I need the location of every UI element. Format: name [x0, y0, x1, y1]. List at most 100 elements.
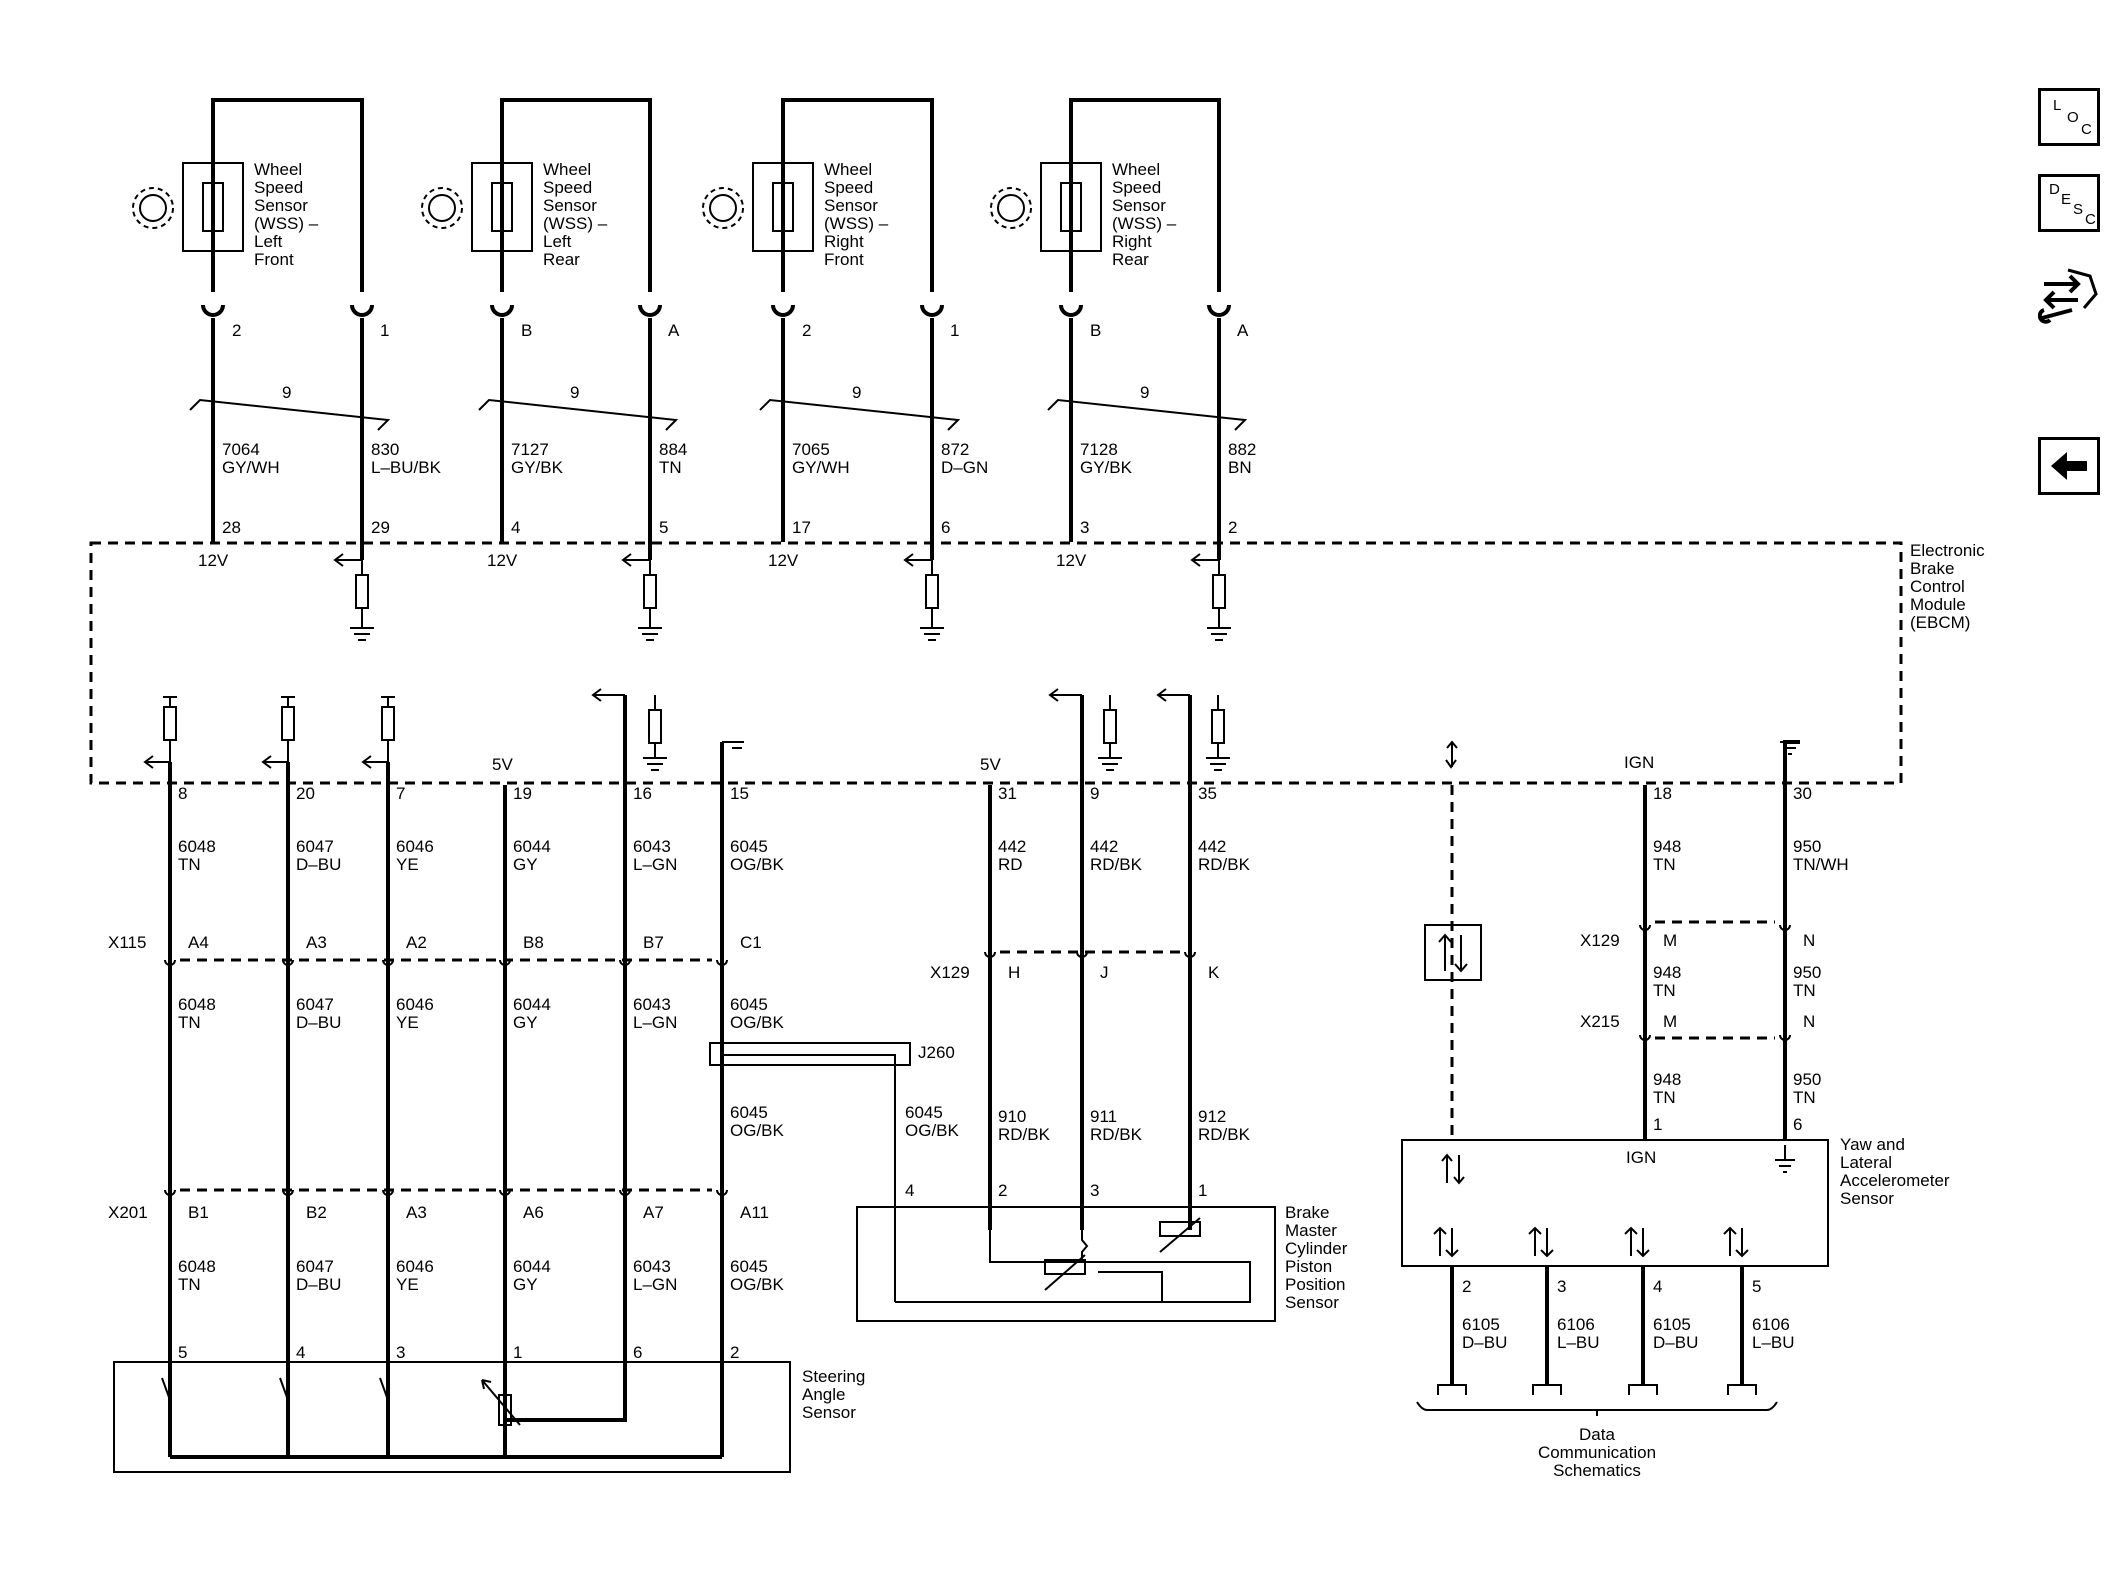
svg-text:442: 442 — [998, 837, 1026, 856]
wss-label-line: Wheel — [543, 160, 591, 179]
svg-text:TN: TN — [1793, 981, 1816, 1000]
svg-text:2: 2 — [1228, 518, 1237, 537]
pin: B — [521, 321, 532, 340]
svg-text:J: J — [1100, 963, 1109, 982]
svg-text:L–BU: L–BU — [1752, 1333, 1795, 1352]
back-arrow-button[interactable] — [2038, 437, 2100, 495]
svg-text:RD/BK: RD/BK — [1198, 1125, 1251, 1144]
svg-text:4: 4 — [296, 1343, 305, 1362]
svg-text:12V: 12V — [1056, 551, 1087, 570]
svg-text:950: 950 — [1793, 837, 1821, 856]
svg-text:6: 6 — [941, 518, 950, 537]
svg-text:912: 912 — [1198, 1107, 1226, 1126]
svg-text:6043: 6043 — [633, 995, 671, 1014]
svg-text:7128: 7128 — [1080, 440, 1118, 459]
svg-text:4: 4 — [1653, 1277, 1662, 1296]
svg-text:GY/WH: GY/WH — [792, 458, 850, 477]
svg-text:A6: A6 — [523, 1203, 544, 1222]
svg-text:6044: 6044 — [513, 1257, 551, 1276]
svg-text:17: 17 — [792, 518, 811, 537]
svg-text:A2: A2 — [406, 933, 427, 952]
svg-text:9: 9 — [1090, 784, 1099, 803]
svg-text:RD/BK: RD/BK — [1198, 855, 1251, 874]
svg-text:12V: 12V — [768, 551, 799, 570]
svg-text:A7: A7 — [643, 1203, 664, 1222]
svg-text:BN: BN — [1228, 458, 1252, 477]
svg-text:IGN: IGN — [1626, 1148, 1656, 1167]
pin: 2 — [232, 321, 241, 340]
svg-text:948: 948 — [1653, 1070, 1681, 1089]
svg-text:884: 884 — [659, 440, 687, 459]
svg-text:12V: 12V — [487, 551, 518, 570]
svg-text:GY/WH: GY/WH — [222, 458, 280, 477]
svg-text:6106: 6106 — [1557, 1315, 1595, 1334]
svg-text:A3: A3 — [406, 1203, 427, 1222]
svg-text:950: 950 — [1793, 1070, 1821, 1089]
connector-x115: X115 — [108, 933, 146, 952]
svg-text:GY/BK: GY/BK — [1080, 458, 1133, 477]
svg-text:7: 7 — [396, 784, 405, 803]
svg-text:6044: 6044 — [513, 837, 551, 856]
svg-text:6045: 6045 — [905, 1103, 943, 1122]
svg-text:TN: TN — [1793, 1088, 1816, 1107]
svg-text:3: 3 — [1557, 1277, 1566, 1296]
svg-text:RD/BK: RD/BK — [998, 1125, 1051, 1144]
svg-text:TN: TN — [178, 1275, 201, 1294]
svg-text:18: 18 — [1653, 784, 1672, 803]
svg-text:6106: 6106 — [1752, 1315, 1790, 1334]
svg-text:A3: A3 — [306, 933, 327, 952]
tools-icon[interactable] — [2037, 260, 2100, 332]
svg-text:442: 442 — [1090, 837, 1118, 856]
splice-j260 — [709, 1042, 911, 1302]
ebcm-boundary — [89, 541, 1903, 785]
svg-text:K: K — [1208, 963, 1220, 982]
svg-text:5: 5 — [1752, 1277, 1761, 1296]
svg-text:TN: TN — [659, 458, 682, 477]
svg-text:3: 3 — [1090, 1181, 1099, 1200]
svg-text:TN: TN — [178, 855, 201, 874]
svg-text:16: 16 — [633, 784, 652, 803]
svg-text:5V: 5V — [492, 755, 513, 774]
pin: 1 — [380, 321, 389, 340]
svg-text:YE: YE — [396, 1275, 419, 1294]
svg-text:7065: 7065 — [792, 440, 830, 459]
wss-label-line: Wheel — [824, 160, 872, 179]
location-button[interactable]: L O C — [2038, 88, 2100, 146]
svg-text:29: 29 — [371, 518, 390, 537]
svg-text:6043: 6043 — [633, 837, 671, 856]
wss-inputs — [333, 553, 1231, 641]
yaw-circuit — [1401, 740, 1829, 1416]
svg-text:5: 5 — [659, 518, 668, 537]
svg-text:TN/WH: TN/WH — [1793, 855, 1849, 874]
svg-text:910: 910 — [998, 1107, 1026, 1126]
svg-text:31: 31 — [998, 784, 1017, 803]
pin: A — [1237, 321, 1249, 340]
pin: 2 — [802, 321, 811, 340]
description-button[interactable]: D E S C — [2038, 174, 2100, 232]
svg-text:30: 30 — [1793, 784, 1812, 803]
pin: B — [1090, 321, 1101, 340]
svg-text:H: H — [1008, 963, 1020, 982]
svg-text:GY/BK: GY/BK — [511, 458, 564, 477]
svg-text:9: 9 — [570, 383, 579, 402]
svg-text:19: 19 — [513, 784, 532, 803]
svg-text:882: 882 — [1228, 440, 1256, 459]
svg-text:L–BU: L–BU — [1557, 1333, 1600, 1352]
svg-text:6048: 6048 — [178, 837, 216, 856]
svg-text:1: 1 — [513, 1343, 522, 1362]
svg-text:C1: C1 — [740, 933, 762, 952]
svg-text:D–GN: D–GN — [941, 458, 988, 477]
ebcm-internal-lower — [143, 688, 1800, 771]
svg-text:N: N — [1803, 1012, 1815, 1031]
pin: 1 — [950, 321, 959, 340]
svg-text:28: 28 — [222, 518, 241, 537]
svg-text:2: 2 — [730, 1343, 739, 1362]
svg-text:RD/BK: RD/BK — [1090, 1125, 1143, 1144]
